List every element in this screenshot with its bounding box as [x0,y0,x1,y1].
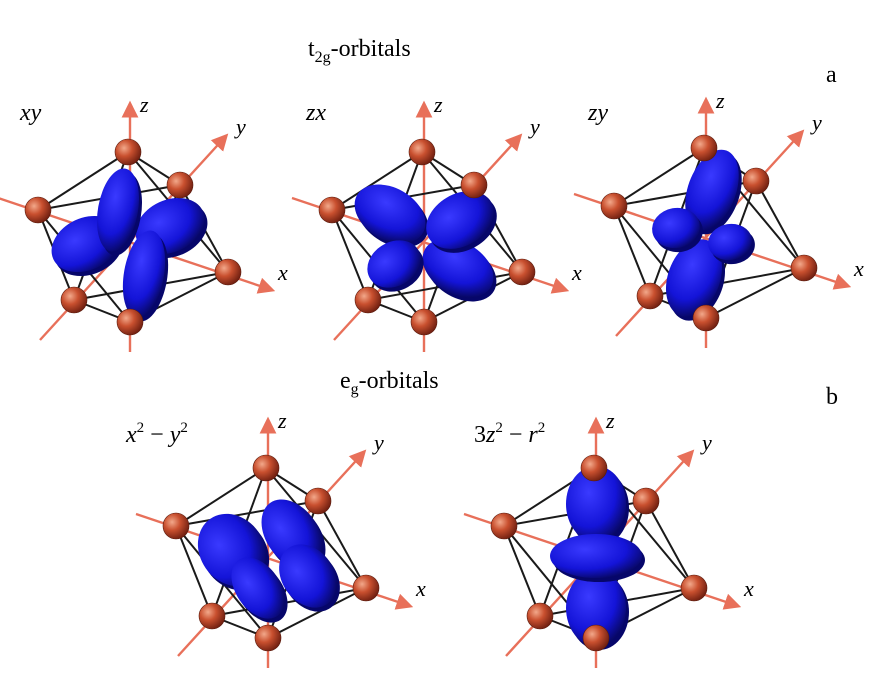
ligand-atom [742,167,770,195]
ligand-atom [24,196,52,224]
z-axis-label: z [277,408,287,433]
ligand-atom [166,171,194,199]
y-axis-label: y [372,430,384,455]
x-axis-label: x [415,576,426,601]
orbital-panel-xy: z y x [0,92,288,352]
ligand-atom [632,487,660,515]
orbital-lobe [96,168,140,252]
ligand-atom [116,308,144,336]
z-axis-label: z [433,92,443,117]
bond-line [613,147,705,207]
ligand-atom [354,286,382,314]
bond-line [37,151,129,211]
orbital-panel-z2: z y x [463,408,754,668]
orbital-lobe [122,230,166,318]
orbital-label-zx: zx [305,100,326,126]
bond-line [645,500,695,589]
orbital-lobe [652,207,700,249]
orbital-lobe [354,184,426,244]
orbital-lobe [426,191,494,249]
orbital-label-xy: xy [19,100,42,126]
ligand-atom [508,258,536,286]
bond-line [331,209,369,301]
ligand-atom [304,487,332,515]
bond-line [317,500,367,589]
x-axis-label: x [743,576,754,601]
ligand-atom [254,624,282,652]
y-axis-label: y [234,114,246,139]
orbital-lobe [566,570,626,646]
ligand-atom [352,574,380,602]
panel-label-b: b [826,384,838,410]
ligand-atom [490,512,518,540]
ligand-atom [680,574,708,602]
orbital-lobe [422,238,494,298]
orbital-label-zy: zy [587,100,608,126]
ligand-atom [526,602,554,630]
ligand-atom [162,512,190,540]
orbital-lobe [566,466,626,542]
ligand-atom [318,196,346,224]
bond-line [175,525,213,617]
ligand-atom [410,308,438,336]
bond-line [211,587,367,617]
bond-line [267,587,367,639]
orbital-lobe [550,534,642,578]
ligand-atom [600,192,628,220]
orbital-panel-zx: z y x [291,92,582,352]
x-axis-label: x [571,260,582,285]
ligand-atom [460,171,488,199]
ligand-atom [198,602,226,630]
panel-label-a: a [826,62,837,88]
z-axis-label: z [605,408,615,433]
ligand-atom [582,624,610,652]
ligand-atom [790,254,818,282]
ligand-atom [636,282,664,310]
orbital-lobe [279,544,337,608]
z-axis-label: z [139,92,149,117]
bond-line [705,267,805,319]
x-axis-label: x [853,256,864,281]
bond-line [175,467,267,527]
bond-line [503,525,541,617]
x-axis-label: x [277,260,288,285]
orbital-panel-zy: zyx [573,88,864,348]
bond-line [755,180,805,269]
ligand-atom [252,454,280,482]
orbital-lobe [367,240,421,288]
ligand-atom [692,304,720,332]
orbital-label-3z2-r2: 3z2 − r2 [474,420,545,448]
ligand-atom [690,134,718,162]
orbital-lobe [665,239,723,317]
ligand-atom [408,138,436,166]
t2g-title: t2g-orbitals [308,36,411,66]
ligand-atom [214,258,242,286]
z-axis-label: z [715,88,725,113]
y-axis-label: y [810,110,822,135]
ligand-atom [60,286,88,314]
y-axis-label: y [700,430,712,455]
y-axis-label: y [528,114,540,139]
bond-line [331,151,423,211]
orbital-lobe [685,149,739,231]
orbital-panel-x2y2: z y x [135,408,426,668]
orbital-lobe [708,223,752,261]
ligand-atom [114,138,142,166]
orbital-label-x2-y2: x2 − y2 [125,420,188,448]
bond-line [613,205,651,297]
eg-title: eg-orbitals [340,368,439,398]
ligand-atom [580,454,608,482]
orbital-lobe [231,557,285,619]
